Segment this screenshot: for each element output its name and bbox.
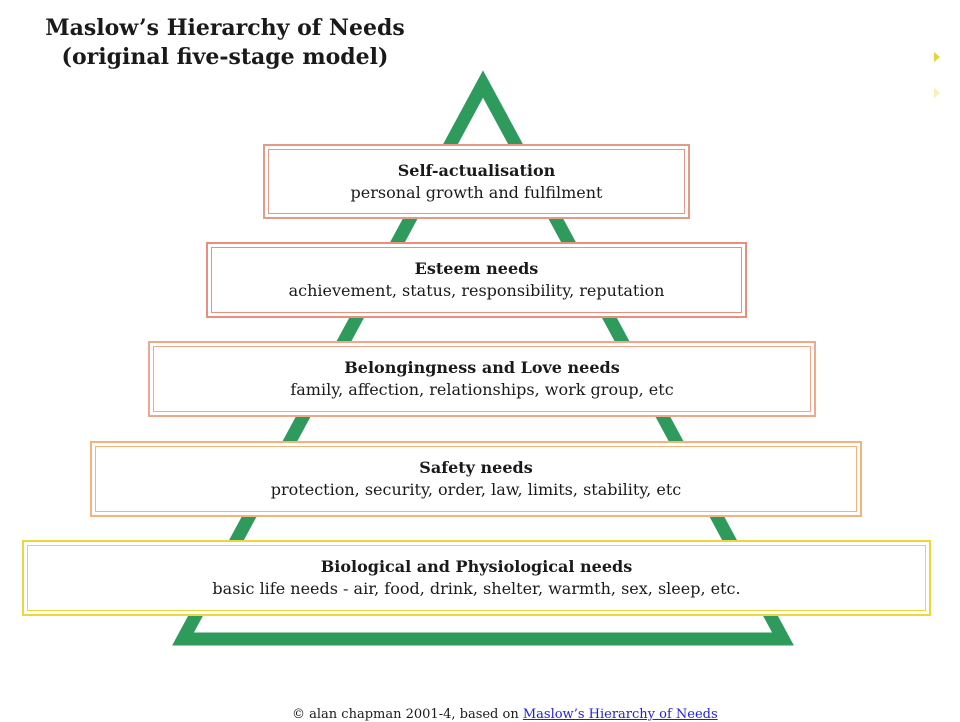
level-biological: Biological and Physiological needs basic… bbox=[22, 540, 931, 616]
bullet-arrow-icon bbox=[934, 52, 940, 62]
level-biological-inner: Biological and Physiological needs basic… bbox=[27, 545, 926, 611]
level-belongingness: Belongingness and Love needs family, aff… bbox=[148, 341, 816, 417]
title-line-2: (original five-stage model) bbox=[61, 44, 389, 70]
level-description: protection, security, order, law, limits… bbox=[270, 480, 682, 499]
level-esteem: Esteem needs achievement, status, respon… bbox=[206, 242, 747, 318]
level-self-actualisation-inner: Self-actualisation personal growth and f… bbox=[268, 149, 685, 214]
level-belongingness-inner: Belongingness and Love needs family, aff… bbox=[153, 346, 811, 412]
level-title: Belongingness and Love needs bbox=[344, 358, 620, 377]
level-esteem-inner: Esteem needs achievement, status, respon… bbox=[211, 247, 742, 313]
level-title: Self-actualisation bbox=[397, 160, 556, 180]
source-link[interactable]: Maslow’s Hierarchy of Needs bbox=[522, 707, 718, 722]
level-safety-inner: Safety needs protection, security, order… bbox=[95, 446, 857, 512]
level-description: basic life needs - air, food, drink, she… bbox=[212, 579, 741, 598]
level-description: family, affection, relationships, work g… bbox=[290, 380, 674, 399]
level-safety: Safety needs protection, security, order… bbox=[90, 441, 862, 517]
credit-line: © alan chapman 2001-4, based on Maslow’s… bbox=[292, 707, 718, 722]
level-title: Biological and Physiological needs bbox=[320, 557, 633, 576]
level-title: Esteem needs bbox=[414, 259, 539, 278]
title-line-1: Maslow’s Hierarchy of Needs bbox=[45, 15, 405, 41]
credit-prefix: © alan chapman 2001-4, based on bbox=[292, 707, 523, 722]
level-title: Safety needs bbox=[419, 458, 533, 477]
diagram-title: Maslow’s Hierarchy of Needs (original fi… bbox=[40, 14, 410, 72]
bullet-arrow-icon bbox=[934, 88, 940, 98]
level-description: personal growth and fulfilment bbox=[350, 182, 603, 202]
level-self-actualisation: Self-actualisation personal growth and f… bbox=[263, 144, 690, 219]
level-description: achievement, status, responsibility, rep… bbox=[288, 281, 665, 300]
